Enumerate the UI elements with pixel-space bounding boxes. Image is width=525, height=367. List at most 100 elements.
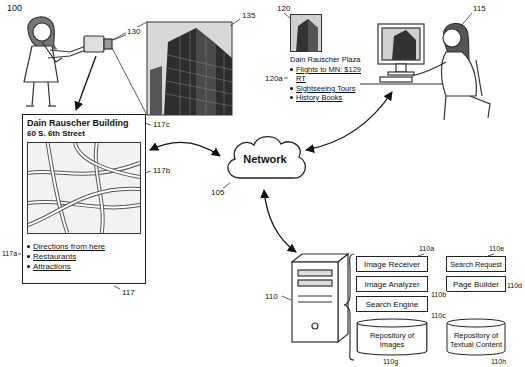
repository-text: Repository of Images [359,332,425,349]
shape-line [190,31,191,115]
shape-path [42,42,62,62]
link-item: Restaurants [27,252,141,262]
shape-path [447,323,505,355]
bullet [290,96,293,99]
shape-path [48,143,68,233]
module-text: Search Engine [366,300,418,309]
shape-polygon [164,28,232,115]
link-text: Sightseeing Tours [296,84,355,94]
shape-rect [388,72,414,75]
shape-path [444,96,490,120]
callout-number: 110d [506,282,523,290]
module-box: Search Engine [356,296,428,312]
callout-number: 105 [210,188,225,197]
module-box: Image Analyzer [356,276,428,292]
shape-ellipse [357,319,427,327]
shape-path [476,60,482,96]
link-item: Sightseeing Tours [290,84,370,94]
repository-cylinder: Repository of Images [356,318,428,356]
shape-path [76,56,96,110]
link-item: Directions from here [27,242,141,252]
link-item: Attractions [27,262,141,272]
link-text: History Books [296,93,342,103]
shape-rect [382,28,420,60]
module-box: Page Builder [446,276,506,292]
shape-path [48,105,56,106]
callout-number: 110g [382,358,399,366]
shape-rect [291,15,322,52]
bullet [27,255,30,258]
shape-line [206,36,207,115]
link-item: History Books [290,93,370,103]
callout-number: 110h [490,358,507,366]
camera-user [24,17,112,106]
shape-path [412,62,446,76]
shape-polygon [150,66,162,115]
shape-line [224,52,225,115]
shape-line [112,22,147,40]
callout-number: 117a [1,250,18,258]
callout-number: 110e [488,245,505,253]
shape-path [28,189,140,225]
shape-line [180,36,181,115]
network-cloud: Network [222,132,308,186]
shape-rect [104,39,112,49]
bullet [290,68,293,71]
shape-ellipse [447,319,505,327]
module-text: Page Builder [453,280,499,289]
shape-circle [443,29,461,47]
callout-number: 117b [152,166,171,175]
shape-rect [28,143,140,233]
callout-number: 115 [472,4,487,13]
shape-circle [33,23,51,41]
shape-path [264,190,296,252]
shape-path [50,46,86,52]
callout-number: 130 [126,27,141,36]
bullet [27,245,30,248]
card-address: 60 S. 6th Street [27,129,141,139]
repository-text: Repository of Textual Content [449,332,503,349]
shape-line [168,68,232,82]
callout-number: 100 [6,3,23,13]
result-page: Dain Rauscher PlazaFlights to MN: $129 R… [290,14,370,103]
shape-polygon [196,28,216,115]
map-panel [27,142,141,234]
shape-path [24,46,58,82]
callout-number: 135 [241,11,256,20]
shape-path [48,143,68,233]
module-text: Search Request [450,260,502,269]
shape-path [28,202,140,207]
shape-line [298,295,332,296]
shape-path [442,52,477,96]
callout-number: 117 [121,288,136,297]
link-text: Attractions [33,262,71,272]
shape-line [284,13,290,18]
building-thumbnail [290,14,322,52]
brace [344,254,354,360]
shape-path [48,50,86,58]
shape-line [112,48,147,115]
shape-path [28,202,140,207]
link-item: Flights to MN: $129 RT [290,65,370,84]
shape-line [462,13,472,25]
street-map [28,143,140,233]
shape-line [230,19,240,26]
shape-rect [380,77,412,82]
cloud-text: Network [243,153,286,165]
callout-number: 120 [276,4,291,13]
bullet [290,87,293,90]
page-heading: Dain Rauscher Plaza [290,55,370,65]
computer-user [412,23,490,120]
shape-rect [147,22,232,115]
shape-path [96,143,103,233]
leader-lines [18,13,494,300]
shape-rect [378,24,424,64]
repository-cylinder: Repository of Textual Content [446,318,506,356]
shape-line [298,301,332,302]
module-box: Search Request [446,256,506,272]
shape-line [32,82,34,106]
bullet [27,265,30,268]
shape-line [18,254,21,255]
callout-number: 110c [430,312,447,320]
module-text: Image Analyzer [364,280,419,289]
